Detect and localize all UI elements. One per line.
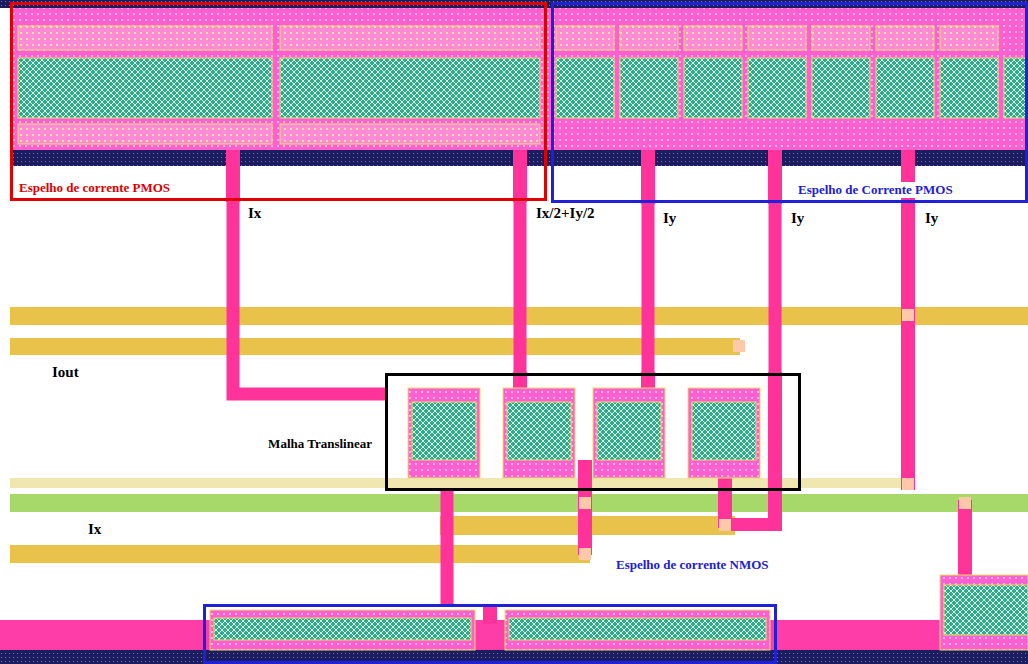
translinear-loop-box: Malha Translinear [385,373,801,491]
current-label: Ix [86,521,103,538]
current-label: Iy [661,210,678,227]
metal-wire [520,201,521,373]
metal-wire [447,491,448,604]
block-title: Espelho de corrente PMOS [17,180,172,196]
block-title: Espelho de Corrente PMOS [796,182,955,198]
current-label: Ix [246,205,263,222]
pmos-mirror-box: Espelho de corrente PMOS [10,2,547,201]
block-title: Malha Translinear [266,436,374,452]
current-label: Iy [789,210,806,227]
current-label: Ix/2+Iy/2 [534,205,597,222]
nmos-mirror-box: Espelho de corrente NMOS [203,604,777,664]
current-label: Iout [50,364,81,381]
metal-wire [233,201,385,394]
pmos-mirror-box: Espelho de Corrente PMOS [551,2,1028,203]
metal-wire [775,203,776,373]
current-label: Iy [923,210,940,227]
block-title: Espelho de corrente NMOS [614,557,771,573]
metal-wire [648,203,649,373]
